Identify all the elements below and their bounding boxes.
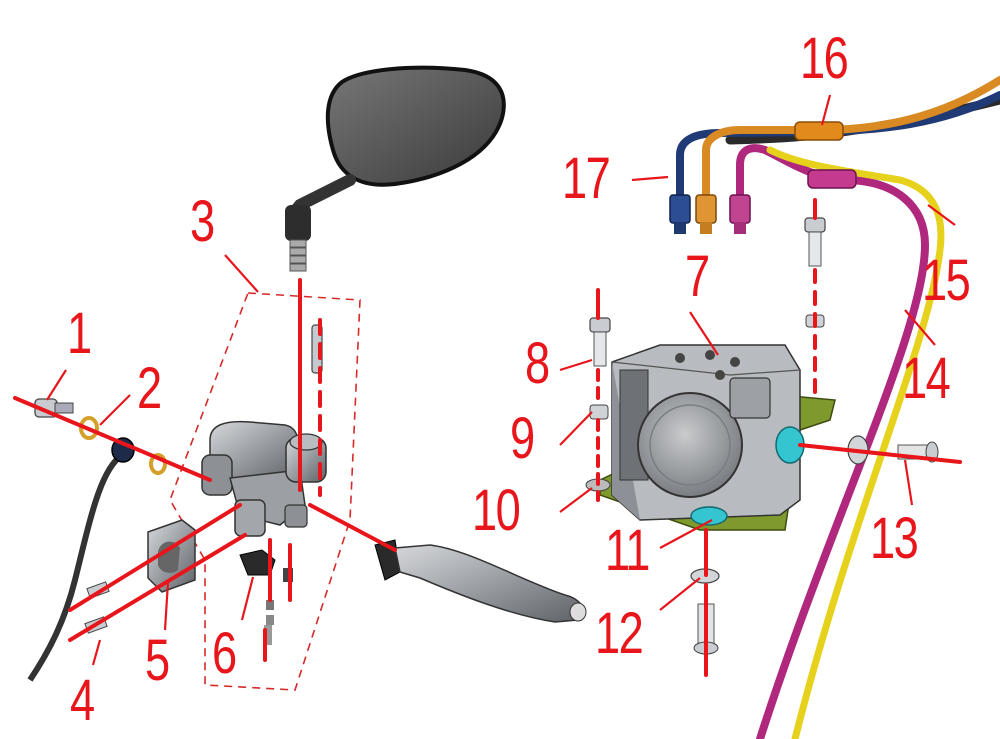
callout-5: 5 <box>145 628 170 693</box>
callout-12: 12 <box>595 601 644 666</box>
callout-4: 4 <box>70 668 95 733</box>
abs-module <box>599 344 836 531</box>
callout-14: 14 <box>902 346 951 411</box>
left-hose <box>27 452 124 682</box>
assembly-lines <box>13 198 962 677</box>
mirror <box>285 65 506 272</box>
leader-lines <box>46 94 956 666</box>
brake-lever <box>374 539 587 623</box>
callout-11: 11 <box>605 518 650 583</box>
callout-15: 15 <box>922 248 971 313</box>
master-cylinder <box>201 420 327 537</box>
callout-6: 6 <box>212 621 237 686</box>
callout-9: 9 <box>510 406 535 471</box>
callout-8: 8 <box>525 331 550 396</box>
callout-2: 2 <box>137 356 162 421</box>
callout-17: 17 <box>562 146 611 211</box>
brake-hoses <box>669 76 1000 739</box>
callout-1: 1 <box>67 301 92 366</box>
callout-16: 16 <box>800 26 849 91</box>
callout-10: 10 <box>472 478 521 543</box>
assembly-outline <box>169 292 361 691</box>
callout-13: 13 <box>870 506 919 571</box>
callout-3: 3 <box>190 189 215 254</box>
callout-7: 7 <box>685 244 710 309</box>
